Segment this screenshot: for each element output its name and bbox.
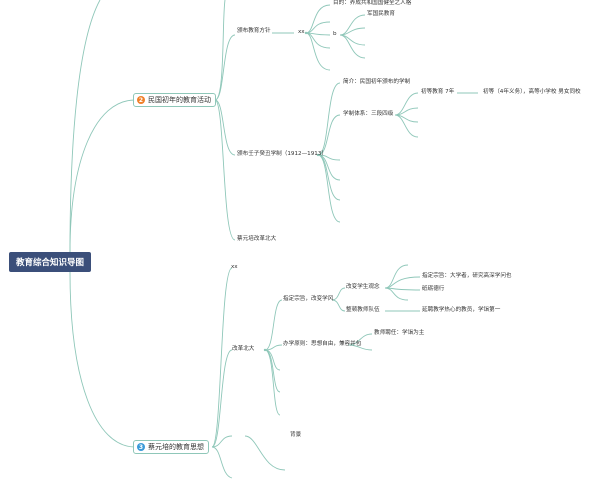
node-system[interactable]: 学制体系：三段四级 [343, 111, 394, 117]
connector-b2-top [214, 0, 226, 101]
node-primary-detail[interactable]: 初等（4年义务），高等小学校 男女同校 [483, 89, 581, 95]
node-primary-7y[interactable]: 初等教育 7年 [421, 89, 455, 95]
node-goal[interactable]: 目的：养成共和国国健全之人格 [333, 0, 412, 6]
connector-root-top [69, 0, 101, 253]
node-set-purpose[interactable]: 指定宗旨，改变学风 [283, 296, 334, 302]
connector-xx-goal [305, 4, 331, 34]
node-school-principle[interactable]: 办学原则：思想自由，兼容并包 [283, 341, 362, 347]
node-xx-2[interactable]: xx [231, 264, 238, 270]
branch-topic-cai-thought[interactable]: 3 蔡元培的教育思想 [133, 440, 209, 454]
node-hire-teachers[interactable]: 延聘教学热心的教员，学诣第一 [422, 307, 501, 313]
number-badge: 3 [137, 443, 145, 451]
node-change-concept[interactable]: 改变学生观念 [346, 284, 380, 290]
node-education-policy[interactable]: 颁布教育方针 [237, 28, 271, 34]
connector-b2-c3 [214, 99, 236, 241]
node-virtue[interactable]: 砥砺德行 [422, 286, 445, 292]
node-background[interactable]: 背景 [290, 432, 302, 438]
node-intro[interactable]: 简介：民国初年颁布的学制 [343, 79, 411, 85]
node-reform-pku[interactable]: 改革北大 [232, 346, 255, 352]
node-university-purpose[interactable]: 指定宗旨：大学者，研究高深学问也 [422, 273, 512, 279]
node-reorganize-teachers[interactable]: 整顿教师队伍 [346, 307, 380, 313]
node-xx[interactable]: xx [298, 29, 305, 35]
connector-b2-c2 [214, 99, 236, 156]
branch-topic-early-republic[interactable]: 2 民国初年的教育活动 [133, 93, 216, 107]
node-b[interactable]: b [333, 31, 337, 37]
root-node[interactable]: 教育综合知识导图 [9, 252, 91, 272]
connector-root-branch2 [69, 99, 136, 253]
node-military-education[interactable]: 军国民教育 [367, 11, 395, 17]
node-teacher-hiring[interactable]: 教师聘任：学诣为主 [374, 330, 425, 336]
connector-root-branch3 [69, 271, 136, 448]
node-cai-reform[interactable]: 蔡元培改革北大 [237, 236, 277, 242]
connector-b2-c1 [214, 34, 236, 101]
number-badge: 2 [137, 96, 145, 104]
branch-title: 蔡元培的教育思想 [148, 443, 204, 451]
node-renzi-guichou[interactable]: 颁布壬子癸丑学制（1912—1913） [237, 151, 328, 157]
branch-title: 民国初年的教育活动 [148, 96, 211, 104]
